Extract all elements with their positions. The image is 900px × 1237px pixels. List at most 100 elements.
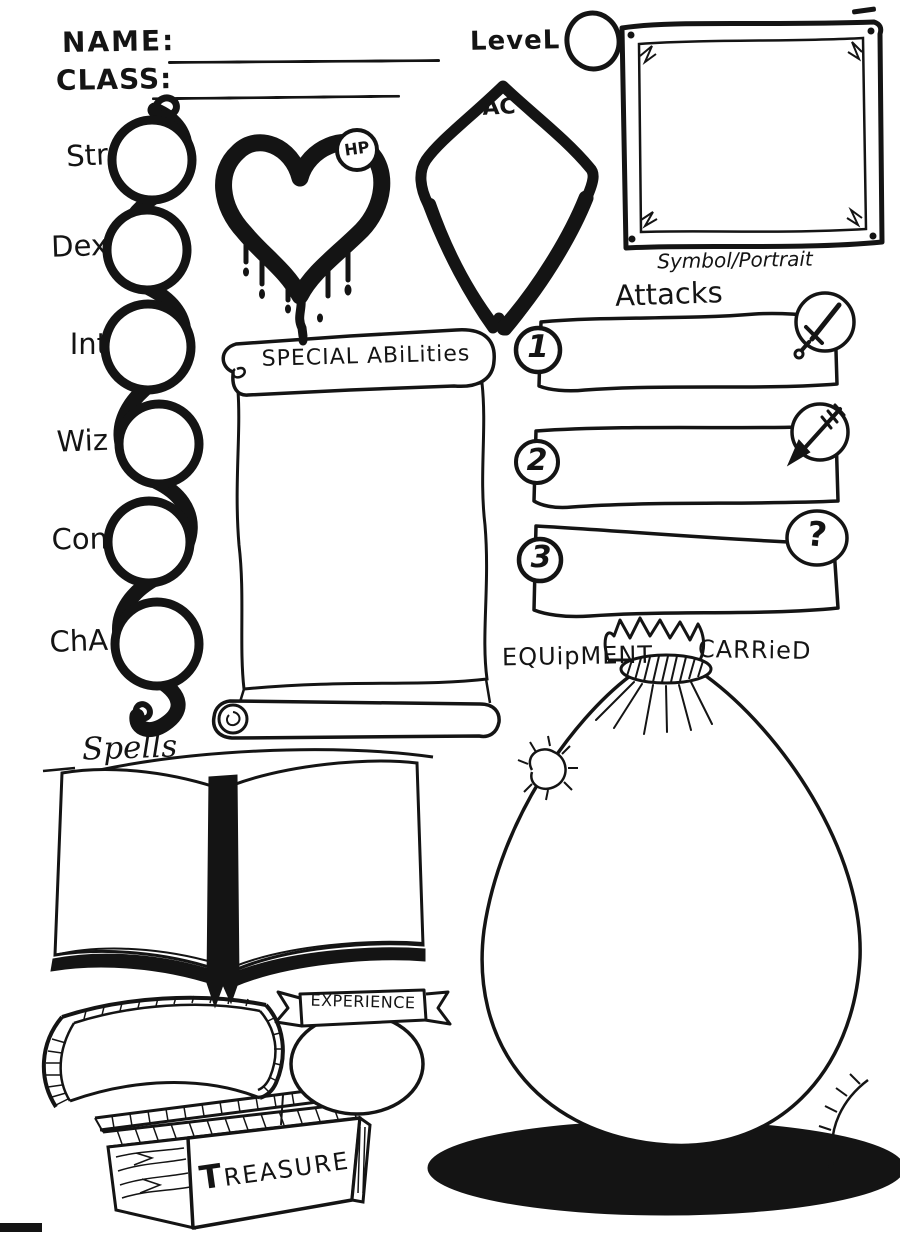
drip-drop	[344, 284, 352, 296]
attack-number-circle	[516, 536, 564, 584]
stat-circle-dex[interactable]	[102, 205, 192, 295]
portrait-frame[interactable]	[612, 14, 888, 258]
equipment-sack[interactable]	[427, 612, 900, 1237]
experience-circle[interactable]	[289, 1012, 425, 1116]
stat-circle-wiz[interactable]	[114, 399, 204, 489]
scroll-banner-spiral	[231, 366, 246, 379]
sack-patch-top-stitches	[517, 735, 578, 801]
hp-circle[interactable]	[335, 128, 379, 172]
attack-box[interactable]	[532, 425, 840, 510]
corner-dot	[628, 235, 636, 243]
drip-drop	[259, 289, 265, 299]
scroll-roll-end	[217, 703, 249, 735]
portrait-inner-border	[637, 36, 868, 234]
portrait-caption: Symbol/Portrait	[657, 246, 813, 274]
chest-lid-underside	[69, 1081, 261, 1103]
book-left-page[interactable]	[53, 767, 217, 972]
level-oval-shape[interactable]	[563, 9, 624, 73]
sack-tie-hatch	[625, 655, 704, 683]
spells-label-line	[42, 766, 76, 773]
corner-dot	[627, 31, 635, 39]
drip-drop	[285, 304, 291, 314]
sword-crossguard	[804, 325, 824, 345]
stat-circle-str[interactable]	[107, 115, 197, 205]
attack-box[interactable]	[532, 524, 840, 619]
ac-shield[interactable]	[408, 78, 608, 340]
scroll-bottom-roll	[211, 699, 501, 740]
scroll-banner	[221, 328, 496, 397]
corner-dot	[867, 27, 875, 35]
stat-label-wiz: Wiz	[56, 422, 109, 459]
equipment-label-right: CARRieD	[697, 635, 812, 665]
attacks-title: Attacks	[614, 275, 724, 313]
ac-label: AC	[481, 94, 517, 121]
name-label: NAME:	[61, 24, 176, 59]
attack-row-1[interactable]	[505, 291, 870, 403]
book-right-page[interactable]	[231, 759, 425, 974]
shield-thick-edge-left	[424, 198, 500, 332]
chest-right-cap-hatch	[357, 1126, 366, 1194]
chest-lid-right-hatch	[263, 1016, 282, 1094]
stat-label-dex: Dex	[50, 227, 109, 264]
hp-heart[interactable]	[200, 110, 410, 346]
sack-body[interactable]	[480, 674, 862, 1148]
attack-row-3[interactable]	[500, 508, 870, 620]
experience-section[interactable]	[262, 982, 474, 1130]
stat-circle-cha[interactable]	[110, 597, 204, 691]
special-abilities-scroll[interactable]	[200, 325, 510, 755]
arrow-fletching	[820, 403, 846, 430]
chest-lid-top-inner	[73, 1003, 261, 1025]
book-top-edge	[76, 748, 434, 777]
stat-circle-con[interactable]	[103, 496, 195, 588]
sword-grip	[800, 340, 811, 352]
sack-neck-creases	[595, 681, 713, 735]
name-line[interactable]	[167, 59, 441, 64]
question-mark-icon	[785, 509, 849, 567]
chest-lid-left-arc	[41, 1015, 64, 1109]
ribbon-bottom-curl	[132, 701, 153, 723]
attack-box[interactable]	[537, 311, 839, 393]
level-oval[interactable]	[562, 10, 626, 72]
experience-title: EXPERIENCE	[310, 990, 416, 1013]
attack-number-3: 3	[530, 540, 552, 575]
drip-drop	[317, 313, 323, 323]
attack-number-1: 1	[527, 329, 549, 365]
sack-neck-pleats	[603, 616, 706, 662]
experience-ribbon-right	[424, 990, 452, 1026]
stat-label-int: Int	[69, 327, 108, 361]
stat-label-con: Con	[51, 521, 109, 557]
shield-outline[interactable]	[415, 80, 599, 336]
arrow-head	[786, 439, 811, 467]
question-mark-glyph: ?	[805, 514, 829, 556]
stats-ribbon	[100, 94, 204, 737]
stat-label-str: Str	[65, 137, 109, 174]
spell-book[interactable]	[35, 745, 455, 1035]
scroll-roll-spiral	[225, 711, 241, 727]
stat-label-cha: ChA	[48, 622, 109, 659]
page-corner-mark-bottom-left	[0, 1223, 42, 1232]
treasure-chest[interactable]	[22, 995, 382, 1237]
experience-ribbon-left	[274, 990, 303, 1028]
hp-label: HP	[343, 137, 371, 160]
sword-blade	[809, 302, 842, 342]
heart-stem-drip	[295, 289, 308, 341]
portrait-outer-border[interactable]	[619, 19, 885, 251]
stat-circle-int[interactable]	[100, 299, 196, 395]
attack-number-circle	[514, 439, 560, 485]
equipment-label-left: EQUipMENT	[501, 640, 654, 672]
corner-folds	[639, 41, 863, 229]
chest-wood-grain	[115, 1147, 191, 1199]
sack-patch-bottom	[830, 1079, 869, 1165]
attack-number-2: 2	[526, 443, 548, 478]
shield-thick-edge-right	[496, 190, 594, 336]
attack-row-2[interactable]	[502, 402, 870, 513]
book-right-shadow	[232, 947, 426, 988]
class-label: CLASS:	[55, 61, 173, 98]
drip-drop	[243, 267, 249, 277]
chest-right-cap	[350, 1115, 372, 1204]
ribbon-top-curl	[151, 94, 180, 119]
chest-back-rim	[94, 1086, 334, 1132]
book-spine	[206, 774, 240, 1009]
heart-drips	[243, 237, 351, 303]
